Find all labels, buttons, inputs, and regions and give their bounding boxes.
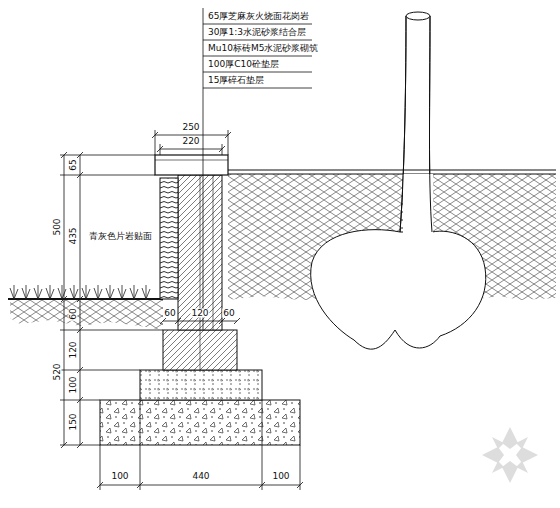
dimension: 250 <box>181 123 200 132</box>
watermark-logo <box>482 427 538 483</box>
dimension: 120 <box>69 340 78 359</box>
dimension: 120 <box>190 309 209 318</box>
dimension: 440 <box>191 472 210 481</box>
callout-text: 65厚芝麻灰火烧面花岗岩 <box>207 12 310 21</box>
material-note: 青灰色片岩贴面 <box>88 232 153 241</box>
grass-stroke <box>106 285 114 299</box>
grass-stroke <box>70 285 78 299</box>
dimension: 150 <box>69 412 78 431</box>
dimension: 220 <box>181 137 200 146</box>
grass-stroke <box>22 285 30 299</box>
grass-stroke <box>10 285 18 299</box>
grass-stroke <box>118 285 126 299</box>
callout-text: 30厚1:3水泥砂浆结合层 <box>207 28 307 37</box>
grass-stroke <box>34 285 42 299</box>
dimension: 435 <box>69 226 78 245</box>
dimension: 500 <box>53 217 62 236</box>
grass-stroke <box>130 285 138 299</box>
grass-stroke <box>58 285 66 299</box>
grass-stroke <box>142 285 150 299</box>
dimension: 60 <box>222 309 235 318</box>
dimension: 60 <box>69 307 78 320</box>
callout-text: 15厚碎石垫层 <box>207 76 265 85</box>
dimension: 520 <box>53 362 62 381</box>
grass-stroke <box>94 285 102 299</box>
callout-text: Mu10标砖M5水泥砂浆砌筑 <box>207 44 319 53</box>
grass-stroke <box>46 285 54 299</box>
dimension: 60 <box>163 309 176 318</box>
grass-stroke <box>82 285 90 299</box>
dimension: 100 <box>271 472 290 481</box>
dimension: 65 <box>69 158 78 171</box>
dimension: 100 <box>69 375 78 394</box>
dimension: 100 <box>110 472 129 481</box>
callout-text: 100厚C10砼垫层 <box>207 60 280 69</box>
